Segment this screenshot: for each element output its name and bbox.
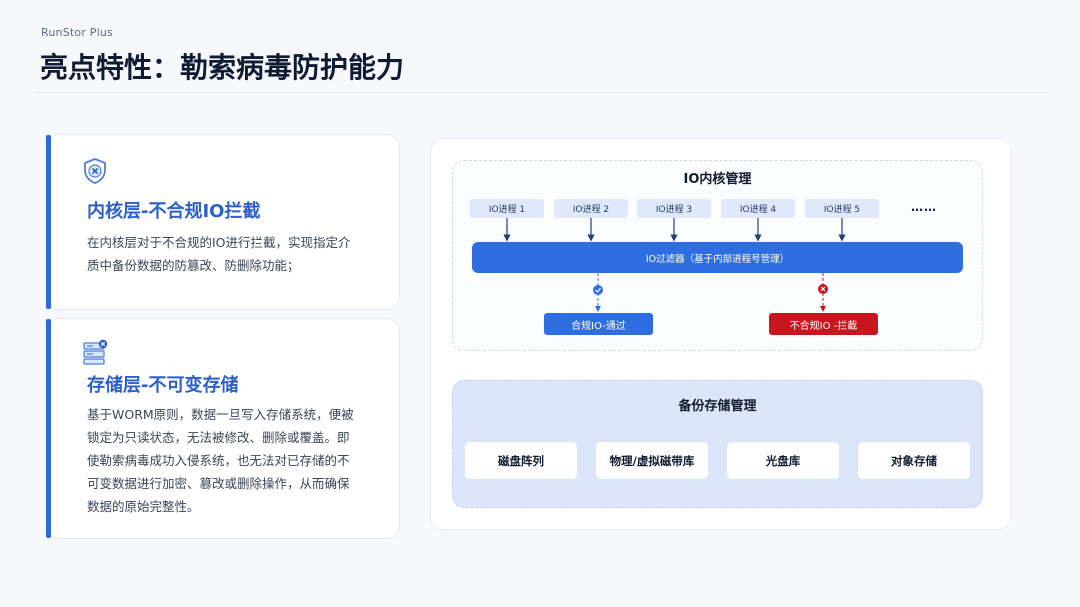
noncompliant-io-block: 不合规IO -拦截	[769, 313, 878, 335]
storage-item-tape-library: 物理/虚拟磁带库	[596, 442, 708, 479]
card-title: 内核层-不合规IO拦截	[87, 201, 261, 222]
io-filter-bar: IO过滤器（基于内部进程号管理）	[472, 242, 963, 273]
io-process-node: IO进程 3	[637, 199, 711, 218]
card-accent-bar	[46, 135, 51, 309]
io-process-node: IO进程 4	[721, 199, 795, 218]
card-description: 基于WORM原则，数据一旦写入存储系统，便被 锁定为只读状态，无法被修改、删除或…	[87, 407, 354, 514]
server-x-icon	[83, 339, 108, 365]
io-process-node: IO进程 5	[805, 199, 879, 218]
storage-item-optical-library: 光盘库	[727, 442, 839, 479]
page-title: 亮点特性：勒索病毒防护能力	[40, 51, 405, 84]
io-process-node: IO进程 1	[470, 199, 544, 218]
card-accent-bar	[46, 319, 51, 538]
io-process-node: IO进程 2	[554, 199, 628, 218]
storage-item-disk-array: 磁盘阵列	[465, 442, 577, 479]
io-kernel-title: IO内核管理	[683, 172, 752, 187]
storage-management-title: 备份存储管理	[678, 399, 757, 414]
shield-x-icon	[84, 158, 106, 184]
card-description: 在内核层对于不合规的IO进行拦截，实现指定介 质中备份数据的防篡改、防删除功能；	[87, 235, 351, 273]
more-processes-ellipsis: ……	[911, 200, 937, 214]
storage-item-object-storage: 对象存储	[858, 442, 970, 479]
brand-label: RunStor Plus	[41, 26, 113, 39]
title-divider	[36, 92, 1048, 93]
compliant-io-pass: 合规IO-通过	[544, 313, 653, 335]
card-title: 存储层-不可变存储	[87, 375, 239, 396]
feature-card-kernel: 内核层-不合规IO拦截 在内核层对于不合规的IO进行拦截，实现指定介 质中备份数…	[46, 134, 400, 310]
feature-card-storage: 存储层-不可变存储 基于WORM原则，数据一旦写入存储系统，便被 锁定为只读状态…	[46, 318, 400, 539]
